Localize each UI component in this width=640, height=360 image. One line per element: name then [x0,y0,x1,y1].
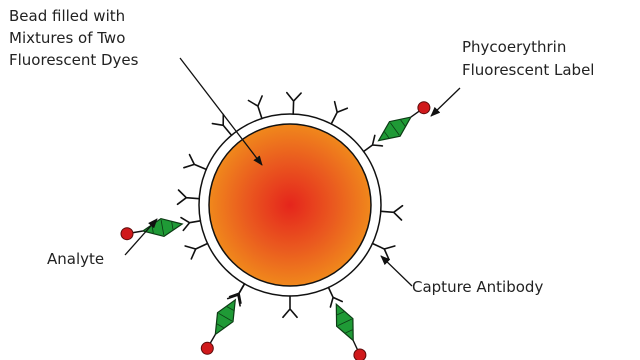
capture-antibody [184,155,206,170]
analyte-label: Analyte [47,250,104,268]
capture-antibody [381,206,403,220]
phycoerythrin-label-dot [121,228,133,240]
capture-antibody [178,190,200,204]
capture-antibody [373,244,395,259]
phycoerythrin-label-dot [418,102,430,114]
capture-antibody [212,114,231,135]
bead-label-line2: Mixtures of Two [9,29,125,47]
capture-antibody [181,218,200,231]
capture-antibody-label: Capture Antibody [412,278,543,296]
pe-label-line1: Phycoerythrin [462,38,566,56]
capture-antibody [331,102,347,124]
capture-antibody [329,288,343,308]
pe-label-line2: Fluorescent Label [462,61,594,79]
capture-antibody [283,296,297,317]
bead-label-line1: Bead filled with [9,7,125,25]
capture-antibody [230,284,245,303]
capture-pointer-arrow [381,256,412,286]
bead-label-line3: Fluorescent Dyes [9,51,139,69]
label-pointer-arrow [431,88,460,116]
bead-label: Bead filled with Mixtures of Two Fluores… [9,7,139,69]
phycoerythrin-label-dot [201,342,213,354]
pe-label: Phycoerythrin Fluorescent Label [462,38,594,79]
capture-antibody [185,244,207,259]
capture-antibody [287,93,301,115]
capture-antibody [249,96,263,119]
phycoerythrin-label-dot [354,349,366,360]
bead-core [209,124,371,286]
